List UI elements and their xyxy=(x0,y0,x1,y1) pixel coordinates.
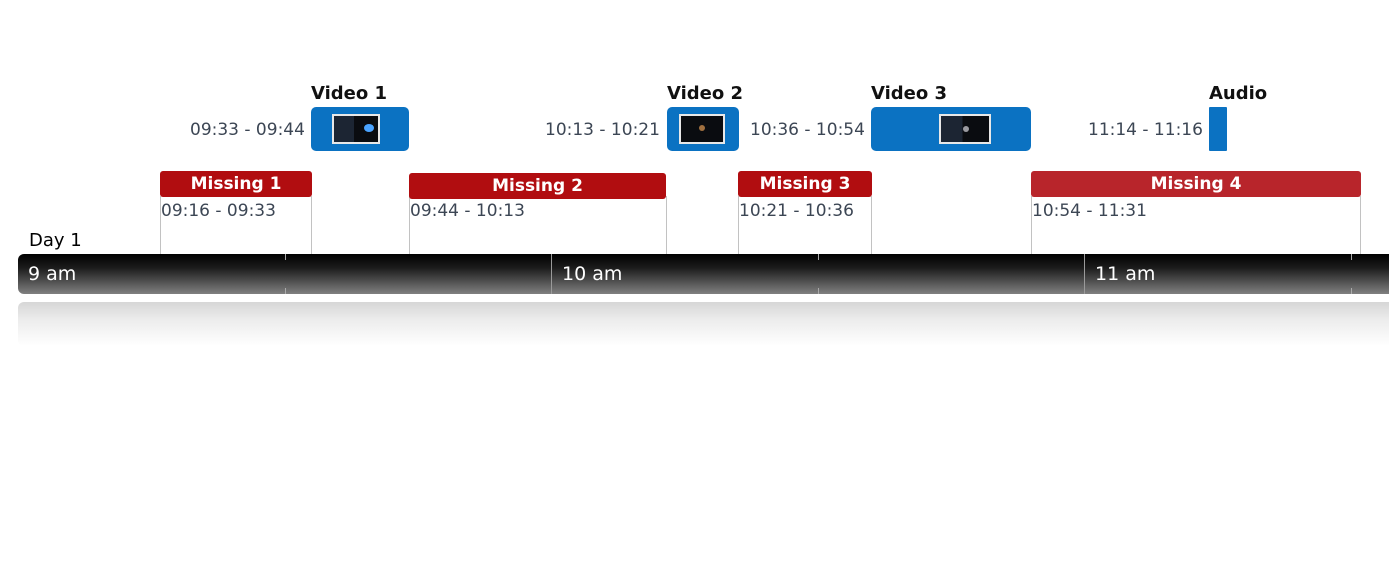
hour-divider xyxy=(1084,254,1085,294)
hour-label: 9 am xyxy=(28,263,77,285)
timeline-tick xyxy=(285,254,286,260)
timeline-tick xyxy=(285,288,286,294)
video-3-clip[interactable] xyxy=(871,107,1031,151)
timeline-tick xyxy=(818,254,819,260)
media-range: 10:36 - 10:54 xyxy=(750,120,865,140)
missing-range: 09:16 - 09:33 xyxy=(161,201,276,221)
media-title: Video 2 xyxy=(667,83,744,104)
media-range: 11:14 - 11:16 xyxy=(1088,120,1203,140)
media-range: 09:33 - 09:44 xyxy=(190,120,305,140)
missing-range: 10:21 - 10:36 xyxy=(739,201,854,221)
media-range: 10:13 - 10:21 xyxy=(545,120,660,140)
timeline-tick xyxy=(1351,254,1352,260)
hour-label: 11 am xyxy=(1095,263,1156,285)
missing-segment-4[interactable]: Missing 4 xyxy=(1031,171,1361,197)
missing-segment-1[interactable]: Missing 1 xyxy=(160,171,312,197)
missing-guide-line xyxy=(738,196,739,254)
media-title: Video 1 xyxy=(311,83,388,104)
missing-range: 09:44 - 10:13 xyxy=(410,201,525,221)
day-label: Day 1 xyxy=(29,230,82,251)
missing-guide-line xyxy=(871,196,872,254)
timeline-tick xyxy=(818,288,819,294)
hour-divider xyxy=(551,254,552,294)
video-2-clip[interactable] xyxy=(667,107,739,151)
video-thumbnail-icon xyxy=(332,114,380,144)
missing-range: 10:54 - 11:31 xyxy=(1032,201,1147,221)
missing-guide-line xyxy=(666,196,667,254)
missing-guide-line xyxy=(311,196,312,254)
missing-guide-line xyxy=(160,196,161,254)
video-1-clip[interactable] xyxy=(311,107,409,151)
audio-clip[interactable] xyxy=(1209,107,1227,151)
missing-guide-line xyxy=(1360,196,1361,254)
video-thumbnail-icon xyxy=(939,114,991,144)
timeline-bar xyxy=(18,254,1389,294)
missing-guide-line xyxy=(1031,196,1032,254)
timeline-tick xyxy=(1351,288,1352,294)
missing-segment-3[interactable]: Missing 3 xyxy=(738,171,872,197)
media-title: Video 3 xyxy=(871,83,948,104)
timeline-reflection xyxy=(18,302,1389,346)
hour-label: 10 am xyxy=(562,263,623,285)
media-title: Audio xyxy=(1209,83,1268,104)
missing-segment-2[interactable]: Missing 2 xyxy=(409,173,666,199)
missing-guide-line xyxy=(409,196,410,254)
video-thumbnail-icon xyxy=(679,114,725,144)
